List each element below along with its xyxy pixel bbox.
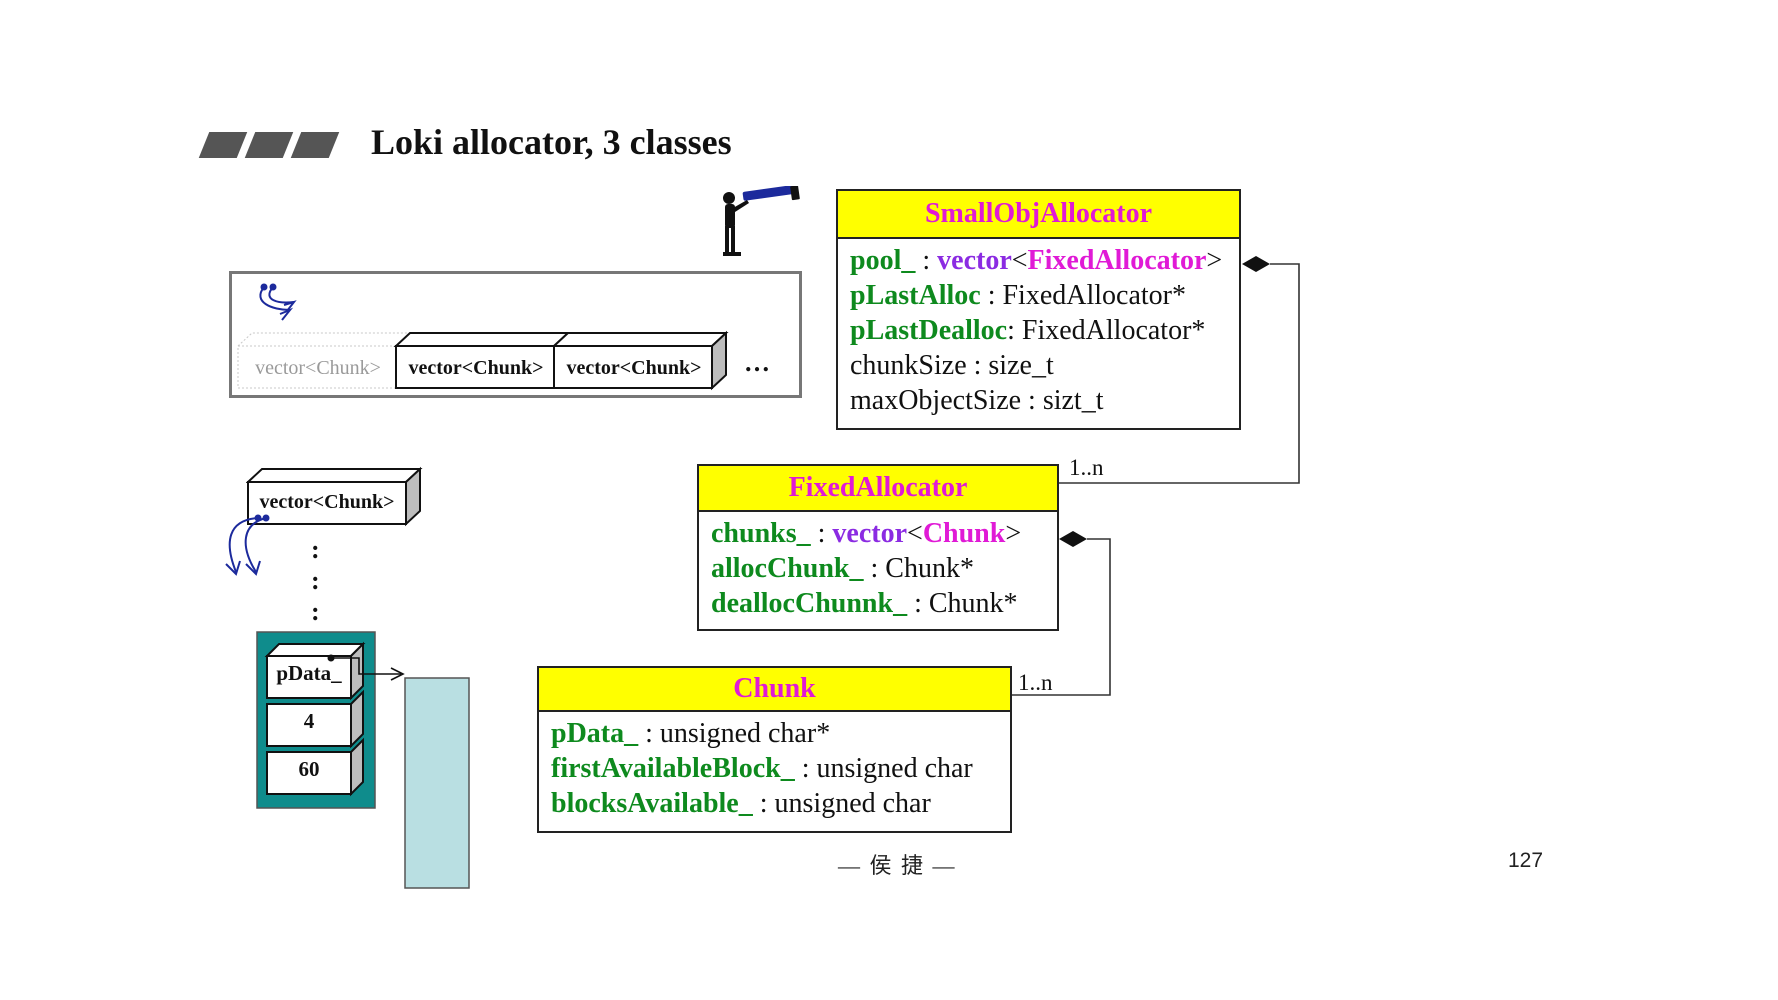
telescope-person-icon — [723, 186, 800, 256]
vector-box-label: vector<Chunk> — [566, 357, 702, 379]
field-type: : unsigned char — [752, 788, 931, 819]
single-vector-box-graphic — [246, 466, 423, 527]
author-footer: — 侯 捷 — — [838, 853, 957, 878]
field-name: pool_ — [850, 245, 916, 276]
field-type: : unsigned char* — [638, 718, 831, 749]
field-type-bracket: < — [1011, 245, 1028, 276]
field-row: deallocChunnk_ : Chunk* — [711, 586, 1057, 621]
chunk-cell-label: 4 — [303, 709, 315, 733]
field-name: pLastAlloc — [850, 280, 981, 311]
class-smallobjallocator: SmallObjAllocator pool_ : vector<FixedAl… — [836, 189, 1241, 430]
class-name: FixedAllocator — [699, 466, 1057, 512]
multiplicity-label: 1..n — [1018, 670, 1053, 695]
class-name: Chunk — [539, 668, 1010, 712]
ellipsis: … — [744, 348, 772, 377]
single-vector-label: vector<Chunk> — [259, 491, 395, 513]
chunk-object-graphic — [256, 631, 470, 889]
class-name: SmallObjAllocator — [838, 191, 1239, 239]
field-separator: : — [810, 518, 833, 549]
vector-boxes-graphic — [237, 330, 729, 391]
field-row: pLastDealloc: FixedAllocator* — [850, 313, 1239, 348]
vertical-dot: : — [311, 535, 322, 564]
field-name: blocksAvailable_ — [551, 788, 753, 819]
vector-pool-frame — [229, 271, 802, 398]
field-name: deallocChunnk_ — [711, 588, 908, 619]
field-name: chunks_ — [711, 518, 811, 549]
field-separator: : — [915, 245, 938, 276]
field-row: chunkSize : size_t — [850, 350, 1054, 381]
field-row: pLastAlloc : FixedAllocator* — [850, 278, 1239, 313]
field-type-bracket: < — [907, 518, 923, 549]
field-type: : Chunk* — [863, 553, 974, 584]
field-type: : FixedAllocator* — [1007, 315, 1206, 346]
page-number: 127 — [1508, 849, 1544, 872]
field-name: pLastDealloc — [850, 315, 1008, 346]
field-type: : Chunk* — [907, 588, 1018, 619]
field-row: pData_ : unsigned char* — [551, 716, 1010, 751]
field-type: vector — [832, 518, 908, 549]
field-row: chunks_ : vector<Chunk> — [711, 516, 1057, 551]
field-row: maxObjectSize : sizt_t — [850, 385, 1104, 416]
field-type: FixedAllocator — [1027, 245, 1207, 276]
field-type-bracket: > — [1206, 245, 1223, 276]
field-name: allocChunk_ — [711, 553, 864, 584]
field-name: pData_ — [551, 718, 639, 749]
multiplicity-label: 1..n — [1069, 455, 1104, 480]
field-type: vector — [937, 245, 1012, 276]
field-row: allocChunk_ : Chunk* — [711, 551, 1057, 586]
class-fixedallocator: FixedAllocator chunks_ : vector<Chunk> a… — [697, 464, 1059, 631]
vector-box-label: vector<Chunk> — [255, 357, 381, 379]
field-type: : unsigned char — [794, 753, 973, 784]
field-type: : FixedAllocator* — [980, 280, 1186, 311]
chunk-cell-label: 60 — [298, 757, 320, 781]
field-name: firstAvailableBlock_ — [551, 753, 795, 784]
vertical-dot: : — [311, 597, 322, 626]
field-row: firstAvailableBlock_ : unsigned char — [551, 751, 1010, 786]
field-type-bracket: > — [1005, 518, 1022, 549]
vertical-dot: : — [311, 566, 322, 595]
field-row: blocksAvailable_ : unsigned char — [551, 786, 1010, 821]
pointer-arrows-icon — [225, 514, 270, 576]
vector-box-label: vector<Chunk> — [408, 357, 544, 379]
chunk-cell-label: pData_ — [276, 661, 342, 685]
field-row: pool_ : vector<FixedAllocator> — [850, 243, 1239, 278]
pointer-arrow-icon — [259, 283, 297, 321]
field-type: Chunk — [922, 518, 1006, 549]
class-chunk: Chunk pData_ : unsigned char* firstAvail… — [537, 666, 1012, 833]
page-title: Loki allocator, 3 classes — [371, 122, 732, 162]
